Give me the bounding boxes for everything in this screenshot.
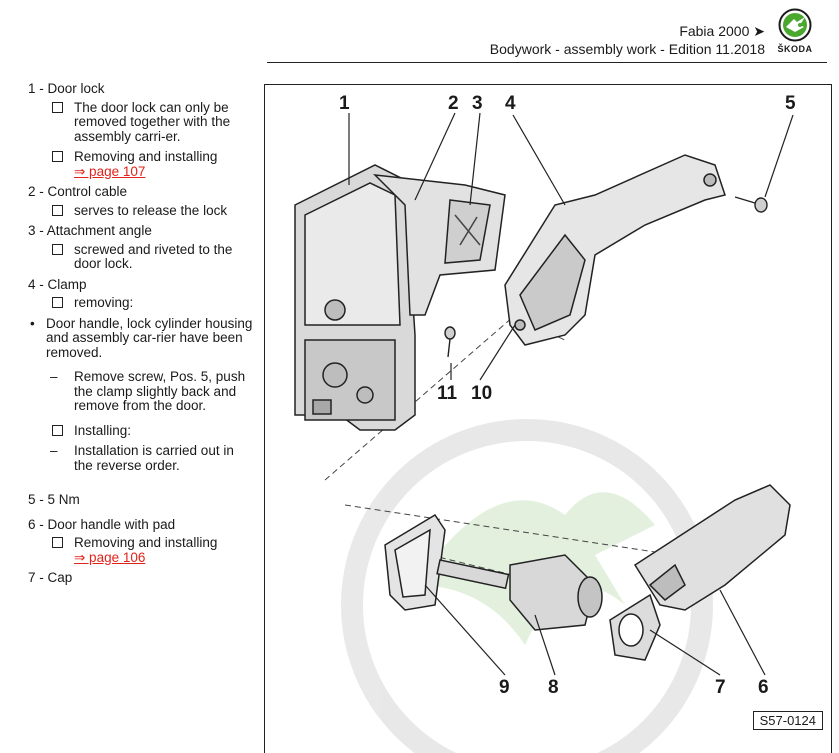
lock-cylinder-part: [436, 554, 603, 631]
callout-10: 10: [471, 383, 493, 404]
attachment-angle-part: [372, 174, 506, 316]
logo-wordmark: ŠKODA: [777, 44, 813, 54]
parts-list: 1 - Door lock The door lock can only be …: [28, 81, 254, 590]
callout-9: 9: [499, 677, 510, 698]
part-4-note-2: Installing:: [28, 422, 254, 439]
callout-5: 5: [785, 93, 796, 114]
part-4-bullet-1-text: Door handle, lock cylinder housing and a…: [46, 315, 253, 360]
page-106-link[interactable]: ⇒ page 106: [74, 549, 146, 565]
callout-8: 8: [548, 677, 559, 698]
lock-cylinder-housing-part: [384, 513, 446, 611]
checkbox-icon: [52, 424, 63, 436]
part-3-note-1: screwed and riveted to the door lock.: [28, 241, 254, 272]
checkbox-icon: [52, 537, 63, 548]
page-107-link[interactable]: ⇒ page 107: [74, 163, 146, 179]
header-manual-title: Bodywork - assembly work - Edition 11.20…: [489, 41, 765, 57]
callout-4: 4: [505, 93, 516, 114]
callout-7: 7: [715, 677, 726, 698]
part-4-step-1-text: Remove screw, Pos. 5, push the clamp sli…: [74, 369, 246, 413]
part-1-note-1-text: The door lock can only be removed togeth…: [74, 99, 231, 144]
header-model: Fabia 2000 ➤: [679, 23, 765, 39]
callout-11: 11: [437, 383, 458, 404]
part-4-step-1: – Remove screw, Pos. 5, push the clamp s…: [28, 369, 254, 414]
callout-2: 2: [448, 93, 459, 114]
exploded-view-drawing: [294, 112, 794, 753]
cap-part: [609, 593, 661, 661]
skoda-logo: ŠKODA: [773, 8, 817, 64]
checkbox-icon: [52, 297, 63, 308]
checkbox-icon: [52, 101, 63, 113]
part-2-note-1-text: serves to release the lock: [74, 202, 228, 218]
part-4-note-1: removing:: [28, 295, 254, 311]
part-6-note-1-text: Removing and installing: [74, 535, 218, 550]
part-4-bullet-1: • Door handle, lock cylinder housing and…: [28, 315, 254, 361]
part-2-title: 2 - Control cable: [28, 184, 128, 199]
checkbox-icon: [52, 204, 63, 216]
door-handle-part: [633, 484, 791, 611]
callout-6: 6: [758, 677, 769, 698]
header-text: Fabia 2000 ➤ Bodywork - assembly work - …: [490, 22, 765, 58]
checkbox-icon: [52, 151, 63, 162]
part-2-note-1: serves to release the lock: [28, 202, 254, 219]
page-header: Fabia 2000 ➤ Bodywork - assembly work - …: [267, 8, 827, 64]
part-1-note-2-text: Removing and installing: [74, 149, 218, 164]
part-1-note-1: The door lock can only be removed togeth…: [28, 99, 254, 145]
bullet-dot-icon: •: [30, 315, 35, 331]
part-4-note-1-text: removing:: [74, 295, 134, 310]
part-5-title: 5 - 5 Nm: [28, 492, 80, 507]
leader-lines: [348, 112, 794, 676]
part-1-title: 1 - Door lock: [28, 81, 105, 96]
part-6-title: 6 - Door handle with pad: [28, 516, 176, 532]
skoda-arrow-logo-icon: [778, 8, 812, 42]
exploded-view-figure: 1 2 3 4 5 11 10 9 8 7 6 S57-0124: [264, 84, 832, 753]
part-4-step-2-text: Installation is carried out in the rever…: [74, 443, 234, 473]
part-4-note-2-text: Installing:: [74, 422, 132, 438]
part-6-note-1: Removing and installing ⇒ page 106: [28, 535, 254, 565]
clamp-part: [504, 154, 726, 346]
callout-1: 1: [339, 93, 350, 114]
small-screw-part: [444, 326, 456, 358]
part-3-title: 3 - Attachment angle: [28, 223, 152, 238]
part-3-note-1-text: screwed and riveted to the door lock.: [74, 241, 233, 271]
checkbox-icon: [52, 243, 63, 255]
dash-mark-icon: –: [50, 369, 58, 384]
part-4-title: 4 - Clamp: [28, 276, 87, 292]
door-lock-part: [294, 164, 416, 431]
callout-3: 3: [472, 93, 483, 114]
screw-part: [734, 196, 768, 213]
header-divider: [267, 62, 827, 63]
part-1-note-2: Removing and installing ⇒ page 107: [28, 149, 254, 179]
part-4-step-2: – Installation is carried out in the rev…: [28, 443, 254, 473]
dash-mark-icon: –: [50, 443, 58, 458]
figure-id-label: S57-0124: [752, 711, 823, 730]
part-7-title: 7 - Cap: [28, 570, 73, 585]
